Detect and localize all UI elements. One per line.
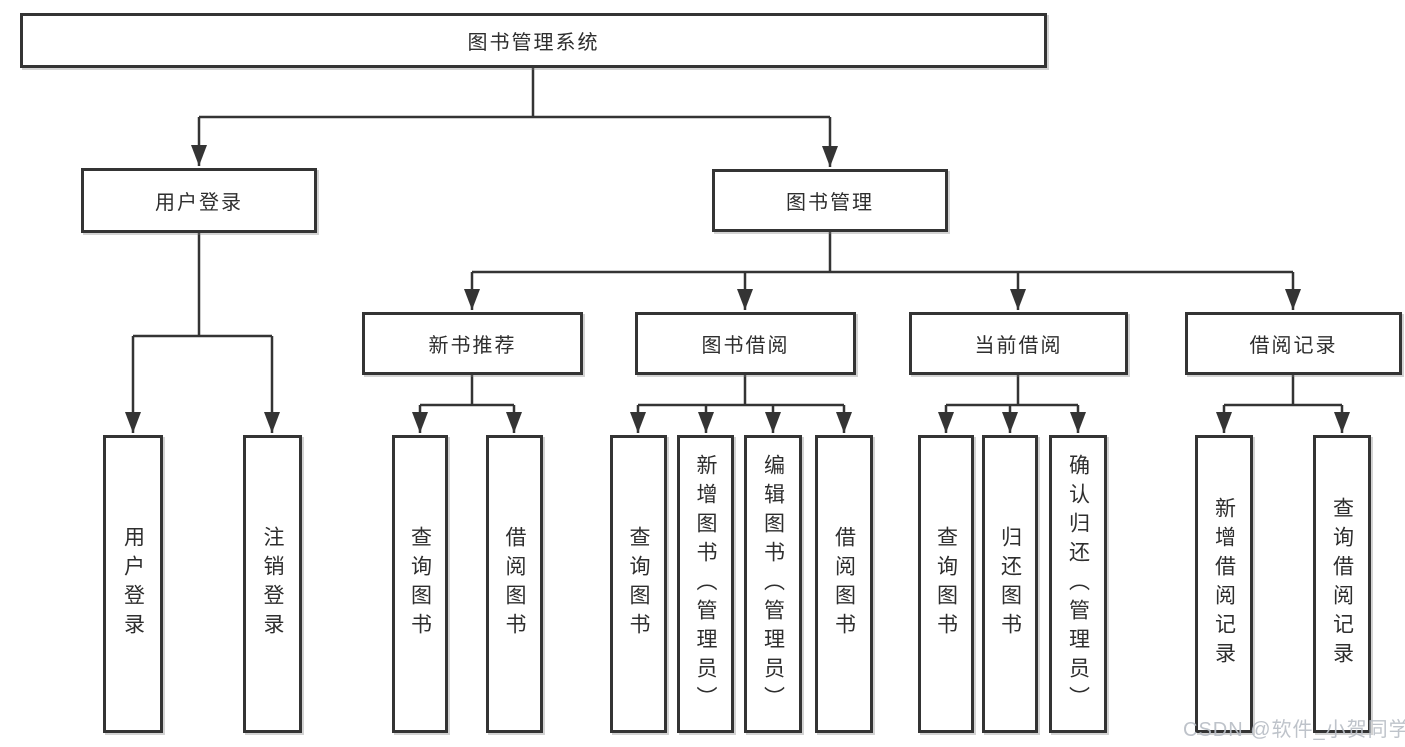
leaf-confirm-return-admin: 确认归还（管理员） <box>1049 435 1107 733</box>
node-book-management: 图书管理 <box>712 169 948 232</box>
node-new-book-recommend: 新书推荐 <box>362 312 583 375</box>
leaf-edit-books-admin: 编辑图书（管理员） <box>744 435 802 733</box>
leaf-user-login: 用户登录 <box>103 435 163 733</box>
leaf-borrow-books-recommend: 借阅图书 <box>486 435 543 733</box>
leaf-logout: 注销登录 <box>243 435 302 733</box>
csdn-watermark: CSDN @软件_小贺同学 <box>1183 719 1405 741</box>
leaf-add-books-admin: 新增图书（管理员） <box>677 435 734 733</box>
node-borrowing-records: 借阅记录 <box>1185 312 1402 375</box>
node-book-borrowing: 图书借阅 <box>635 312 856 375</box>
leaf-add-borrow-record: 新增借阅记录 <box>1195 435 1253 733</box>
leaf-query-books-current: 查询图书 <box>918 435 974 733</box>
node-current-borrowing: 当前借阅 <box>909 312 1128 375</box>
leaf-return-books: 归还图书 <box>982 435 1038 733</box>
node-user-login: 用户登录 <box>81 168 317 233</box>
leaf-query-books-borrowing: 查询图书 <box>610 435 667 733</box>
leaf-query-borrow-record: 查询借阅记录 <box>1313 435 1371 733</box>
node-root-library-system: 图书管理系统 <box>20 13 1047 68</box>
leaf-query-books-recommend: 查询图书 <box>392 435 448 733</box>
leaf-borrow-books-borrowing: 借阅图书 <box>815 435 873 733</box>
